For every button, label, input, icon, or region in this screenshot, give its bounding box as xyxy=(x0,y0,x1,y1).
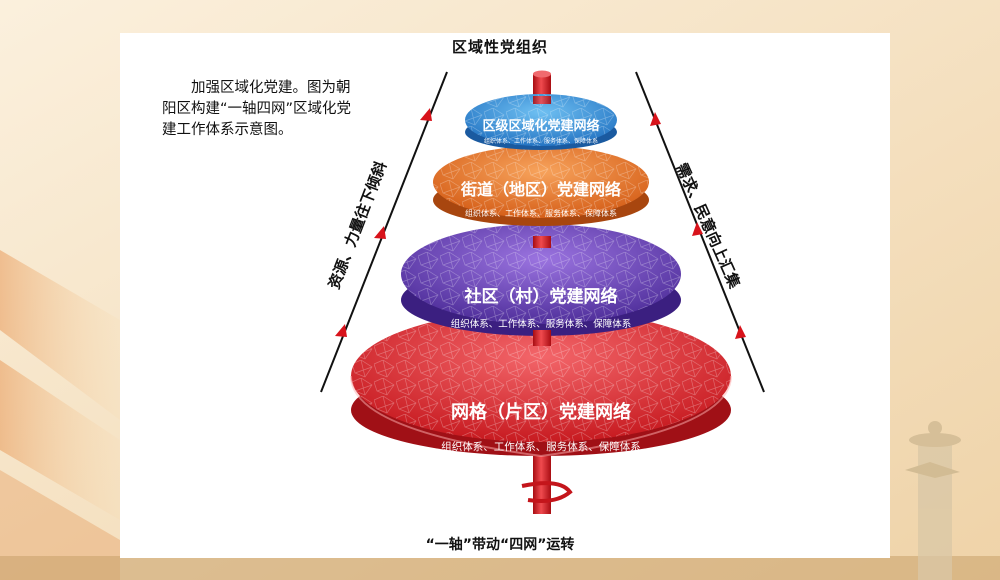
arrow-head-icon xyxy=(420,108,432,121)
left-arrow-label: 资源、力量往下倾斜 xyxy=(325,159,390,291)
arrow-head-icon xyxy=(692,222,703,236)
arrow-head-icon xyxy=(335,324,347,337)
top-title: 区域性党组织 xyxy=(451,38,548,56)
tier-title: 社区（村）党建网络 xyxy=(464,286,618,307)
axis-ribbon-icon xyxy=(521,481,573,503)
tier-community xyxy=(401,224,681,336)
bottom-caption: “一轴”带动“四网”运转 xyxy=(425,537,575,553)
tier-title: 区级区域化党建网络 xyxy=(482,118,599,134)
tier-grid xyxy=(350,310,732,458)
right-arrow-label: 需求、民意向上汇集 xyxy=(672,160,744,292)
arrow-head-icon xyxy=(735,325,746,339)
arrow-head-icon xyxy=(650,112,661,126)
decorative-ray xyxy=(0,250,120,420)
tier-subtitle: 组织体系、工作体系、服务体系、保障体系 xyxy=(451,318,632,330)
intro-text: 加强区域化党建。图为朝阳区构建“一轴四网”区域化党建工作体系示意图。 xyxy=(162,80,352,138)
decorative-ray xyxy=(0,360,120,520)
left-down-arrow xyxy=(320,71,448,393)
tier-title: 网格（片区）党建网络 xyxy=(451,401,631,423)
tier-subtitle: 组织体系、工作体系、服务体系、保障体系 xyxy=(484,137,598,145)
tier-title: 街道（地区）党建网络 xyxy=(460,180,621,199)
tier-street xyxy=(433,146,649,226)
decorative-ray xyxy=(0,470,120,580)
arrow-head-icon xyxy=(374,226,386,239)
tier-subtitle: 组织体系、工作体系、服务体系、保障体系 xyxy=(441,440,641,453)
huabiao-pillar-icon xyxy=(905,421,961,580)
decorative-wall xyxy=(0,556,1000,580)
right-up-arrow xyxy=(635,71,765,393)
tier-district xyxy=(465,94,617,150)
tier-subtitle: 组织体系、工作体系、服务体系、保障体系 xyxy=(465,208,617,218)
